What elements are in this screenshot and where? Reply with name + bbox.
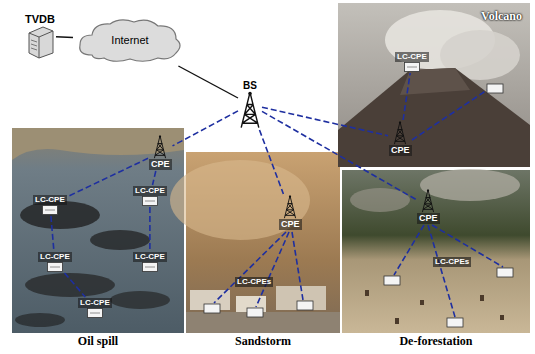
tower-icon — [283, 195, 297, 219]
oil-spill-photo — [12, 128, 184, 333]
tower-icon — [153, 135, 167, 159]
device-label: LC-CPE — [33, 195, 67, 205]
wired-link — [56, 36, 73, 38]
device-label: LC-CPE — [78, 298, 112, 308]
wireless-link — [149, 207, 151, 251]
server-label: TVDB — [25, 13, 55, 25]
scene-panel: Oil spill CPE LC-CPE LC-CPE LC-CPE LC-CPE LC-C… — [12, 128, 184, 352]
device-label: LC-CPE — [395, 52, 429, 62]
cpe-tower: CPE — [389, 121, 412, 156]
volcano-photo — [338, 3, 530, 167]
deforestation-photo — [342, 169, 530, 333]
internet-cloud: Internet — [74, 15, 186, 65]
wireless-link — [214, 90, 503, 317]
lc-cpe-device: LC-CPE — [133, 252, 167, 272]
scene-panel: Sandstorm CPE — [186, 152, 340, 352]
lc-cpe-device: LC-CPE — [78, 298, 112, 318]
wired-link — [178, 66, 238, 98]
tower-icon — [239, 91, 261, 129]
device-icon — [142, 262, 158, 272]
lc-cpe-device: LC-CPE — [33, 195, 67, 215]
device-icon — [42, 205, 58, 215]
lc-cpe-device: LC-CPE — [38, 252, 72, 272]
device-icon — [142, 196, 158, 206]
scene-caption: De-forestation — [342, 334, 530, 349]
wireless-link — [260, 130, 284, 194]
server-icon — [25, 25, 55, 59]
station-label: BS — [243, 80, 257, 91]
scene-caption: Volcano — [481, 9, 522, 24]
wireless-link — [403, 73, 410, 120]
cpe-label: CPE — [149, 159, 172, 170]
cpe-tower: CPE — [417, 189, 440, 224]
cpe-label: CPE — [389, 145, 412, 156]
cpe-tower: CPE — [279, 195, 302, 230]
tower-icon — [421, 189, 435, 213]
scene-caption: Sandstorm — [186, 334, 340, 349]
wireless-link — [65, 273, 86, 297]
cloud-label: Internet — [111, 34, 148, 46]
database-server: TVDB — [25, 13, 55, 59]
base-station: BS — [239, 80, 261, 129]
cpe-tower: CPE — [149, 135, 172, 170]
tower-icon — [393, 121, 407, 145]
wireless-link — [153, 171, 156, 185]
scene-caption: Oil spill — [12, 334, 184, 349]
scene-panel: VolcanoLC-CPE CPE — [338, 3, 530, 167]
wireless-link — [173, 111, 239, 146]
wireless-link — [51, 216, 54, 251]
wireless-link — [262, 111, 416, 199]
device-icon — [47, 262, 63, 272]
cpe-label: CPE — [417, 213, 440, 224]
device-icon — [404, 62, 420, 72]
device-label: LC-CPE — [133, 252, 167, 262]
lc-cpe-device: LC-CPE — [133, 186, 167, 206]
cpe-label: CPE — [279, 219, 302, 230]
group-label: LC-CPEs — [433, 257, 471, 267]
device-label: LC-CPE — [38, 252, 72, 262]
sandstorm-photo — [170, 152, 340, 333]
lc-cpe-device — [204, 84, 513, 327]
group-label: LC-CPEs — [235, 277, 273, 287]
lc-cpe-device: LC-CPE — [395, 52, 429, 72]
device-icon — [87, 308, 103, 318]
device-label: LC-CPE — [133, 186, 167, 196]
